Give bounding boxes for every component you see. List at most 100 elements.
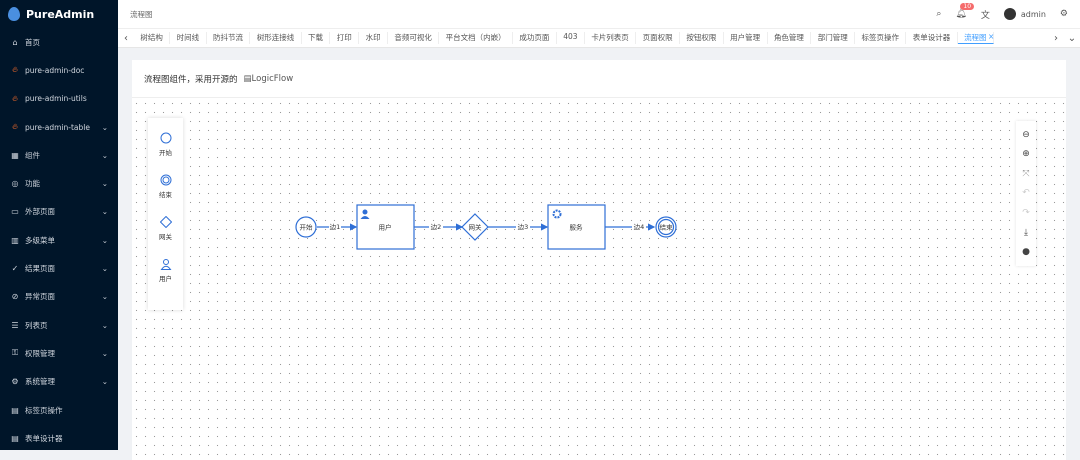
tab[interactable]: 流程图 [957,32,994,44]
avatar [1003,8,1016,20]
tab[interactable]: 表单设计器 [906,32,958,44]
tab[interactable]: 时间线 [170,32,207,44]
circle-icon [160,132,171,144]
sidebar-item-label: pure-admin-table [25,122,90,132]
sidebar-item[interactable]: ▦组件⌄ [0,141,118,169]
sidebar-item[interactable]: ▭外部页面⌄ [0,198,118,226]
minimap-icon[interactable]: ● [1022,247,1030,258]
sidebar-item-label: 首页 [25,37,40,47]
download-icon[interactable]: ⤓ [1024,227,1028,238]
settings-icon: ◎ [11,179,19,189]
node-start [295,216,317,238]
tab[interactable]: 用户管理 [724,32,768,44]
palette-end[interactable]: 结束 [159,174,172,199]
sidebar-item-label: pure-admin-doc [25,65,85,75]
tab[interactable]: 平台文档（内嵌） [439,32,514,44]
list-icon: ☰ [11,320,19,330]
undo-icon[interactable]: ↶ [1022,188,1030,199]
sidebar-item-label: 标签页操作 [25,405,63,415]
tabs-menu-icon[interactable]: ⌄ [1067,32,1077,44]
tab[interactable]: 音频可视化 [388,32,440,44]
home-icon: ⌂ [12,37,18,47]
diamond-icon [159,216,172,228]
tab[interactable]: 打印 [330,32,360,44]
tab[interactable]: 角色管理 [768,32,812,44]
translate-icon[interactable]: 文 [980,10,990,21]
sidebar-item-label: 外部页面 [25,207,55,217]
tabs-scroll-right-icon[interactable]: › [1054,32,1058,44]
logicflow-link[interactable]: ▤LogicFlow [243,73,294,84]
node-palette: 开始 结束 网关 用户 [148,118,183,310]
zoom-out-icon[interactable]: ⊖ [1022,129,1030,140]
sidebar-item[interactable]: 🔥︎ pure-admin-utils [0,85,118,113]
sidebar-item[interactable]: ▥多级菜单⌄ [0,226,118,254]
sidebar-item[interactable]: 🔥︎pure-admin-table⌄ [0,113,118,141]
bell-icon[interactable]: 🔔︎10 [955,3,975,19]
node-label: 开始 [300,223,314,232]
sidebar-item-label: pure-admin-utils [25,94,87,104]
sidebar-item-label: 表单设计器 [25,433,63,443]
sidebar-item-label: 多级菜单 [25,235,55,245]
chevron-down-icon: ⌄ [101,235,108,245]
palette-gateway[interactable]: 网关 [159,216,172,241]
sidebar-item[interactable]: ✓结果页面⌄ [0,254,118,282]
notification-badge: 10 [960,3,975,10]
check-circle-icon: ✓ [11,264,19,274]
sidebar-item[interactable]: 🔥︎ pure-admin-doc [0,56,118,84]
sidebar-item-label: 权限管理 [25,348,55,358]
tab[interactable]: 成功页面 [513,32,557,44]
fire-icon: 🔥︎ [12,122,18,132]
search-icon[interactable]: ⌕ [936,9,942,19]
sidebar-item-label: 异常页面 [25,292,55,302]
key-icon: ⚿ [11,348,19,358]
sidebar-item[interactable]: ⚿权限管理⌄ [0,339,118,367]
tab[interactable]: 卡片列表页 [585,32,637,44]
palette-start[interactable]: 开始 [159,132,172,157]
warning-icon: ⊘ [11,292,19,302]
tab[interactable]: 下载 [302,32,331,44]
settings-icon[interactable]: ⚙ [1059,9,1068,19]
sidebar-item[interactable]: ☰列表页⌄ [0,311,118,339]
sidebar-item[interactable]: ⚙系统管理⌄ [0,368,118,396]
tab[interactable]: 防抖节流 [207,32,251,44]
sidebar-item-label: 组件 [25,150,40,160]
tab[interactable]: 部门管理 [811,32,856,44]
edge-label: 边1 [330,223,341,231]
fire-icon: 🔥︎ [12,65,18,75]
app-name: PureAdmin [26,7,95,21]
fire-icon: 🔥︎ [12,93,18,103]
tab[interactable]: 403 [557,32,585,44]
tab[interactable]: 水印 [359,32,388,44]
user-menu[interactable]: admin [1003,8,1046,20]
node-label: 结束 [660,223,674,232]
chevron-down-icon: ⌄ [101,150,108,160]
logo[interactable]: PureAdmin [0,0,118,28]
sidebar-item[interactable]: ⌂ 首页 [0,28,118,56]
node-end-inner [657,218,675,236]
fit-icon[interactable]: ⤧ [1022,168,1030,179]
close-tab-icon[interactable]: × [987,32,995,41]
tabs-scroll-left-icon[interactable]: ‹ [124,32,128,44]
card-header: 流程图组件，采用开源的 ▤LogicFlow [132,60,1066,98]
node-label: 网关 [469,223,483,232]
breadcrumb[interactable]: 流程图 [130,9,153,19]
node-gateway [461,213,489,241]
flow-diagram: 边1 边2 边3 边4 开始 用户 网关 服务 结束 [295,204,677,250]
logo-icon [8,7,20,21]
sidebar-item-label: 功能 [25,179,40,189]
tab[interactable]: 按钮权限 [680,32,724,44]
node-label: 服务 [570,223,584,232]
tab[interactable]: 树结构 [134,32,171,44]
flow-canvas[interactable]: 开始 结束 网关 用户 边1 边2 [132,99,1066,460]
sidebar-item[interactable]: ▤标签页操作 [0,396,118,424]
redo-icon[interactable]: ↷ [1022,208,1030,219]
zoom-in-icon[interactable]: ⊕ [1022,149,1030,160]
user-icon [160,259,171,270]
sidebar-item[interactable]: ◎功能⌄ [0,169,118,197]
sidebar-item[interactable]: ▤表单设计器 [0,424,118,452]
palette-user[interactable]: 用户 [159,258,172,283]
tab[interactable]: 树形连接线 [250,32,302,44]
sidebar-item[interactable]: ⊘异常页面⌄ [0,283,118,311]
tab[interactable]: 页面权限 [636,32,680,44]
tab[interactable]: 标签页操作 [855,32,907,44]
